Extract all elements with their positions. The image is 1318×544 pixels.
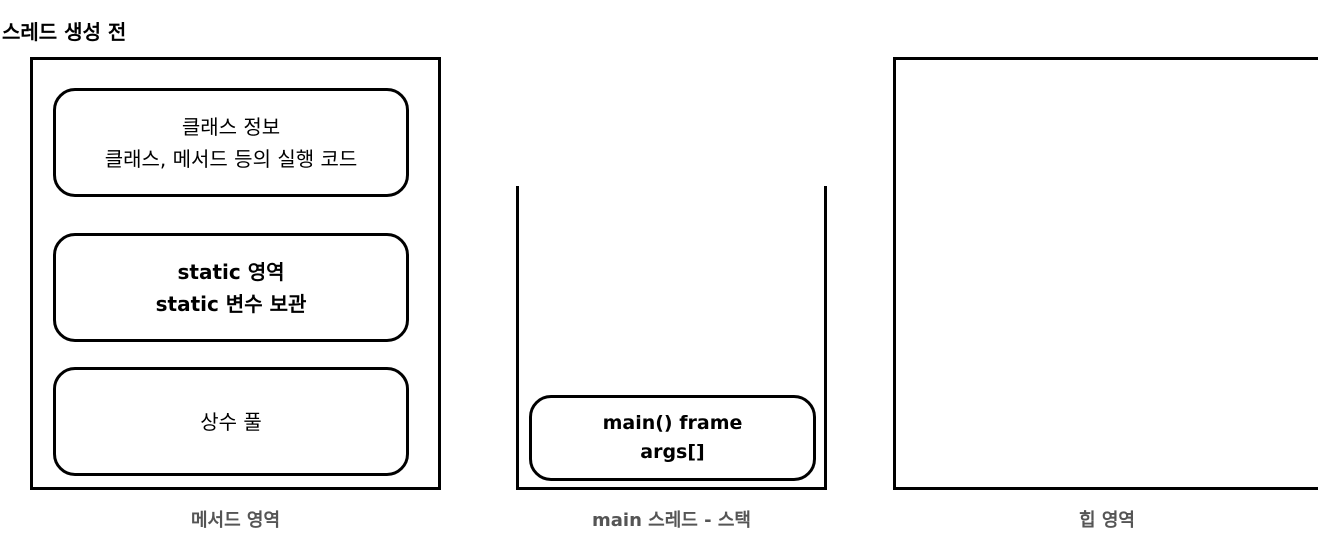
method-area-caption: 메서드 영역 <box>190 510 281 531</box>
stack-caption: main 스레드 - 스택 <box>592 510 751 531</box>
diagram-title: 스레드 생성 전 <box>2 20 127 44</box>
class-info-description: 클래스, 메서드 등의 실행 코드 <box>104 146 358 171</box>
static-area-title: static 영역 <box>177 259 285 284</box>
main-frame-args: args[] <box>640 441 705 463</box>
main-frame-title: main() frame <box>602 412 743 434</box>
constant-pool-box: 상수 풀 <box>53 367 409 476</box>
static-area-box: static 영역 static 변수 보관 <box>53 233 409 342</box>
constant-pool-title: 상수 풀 <box>200 409 262 434</box>
heap-caption: 힙 영역 <box>1079 510 1135 531</box>
static-area-description: static 변수 보관 <box>155 291 307 316</box>
heap-area-container <box>893 57 1318 490</box>
main-frame-box: main() frame args[] <box>529 395 816 481</box>
class-info-title: 클래스 정보 <box>181 114 281 139</box>
class-info-box: 클래스 정보 클래스, 메서드 등의 실행 코드 <box>53 88 409 197</box>
